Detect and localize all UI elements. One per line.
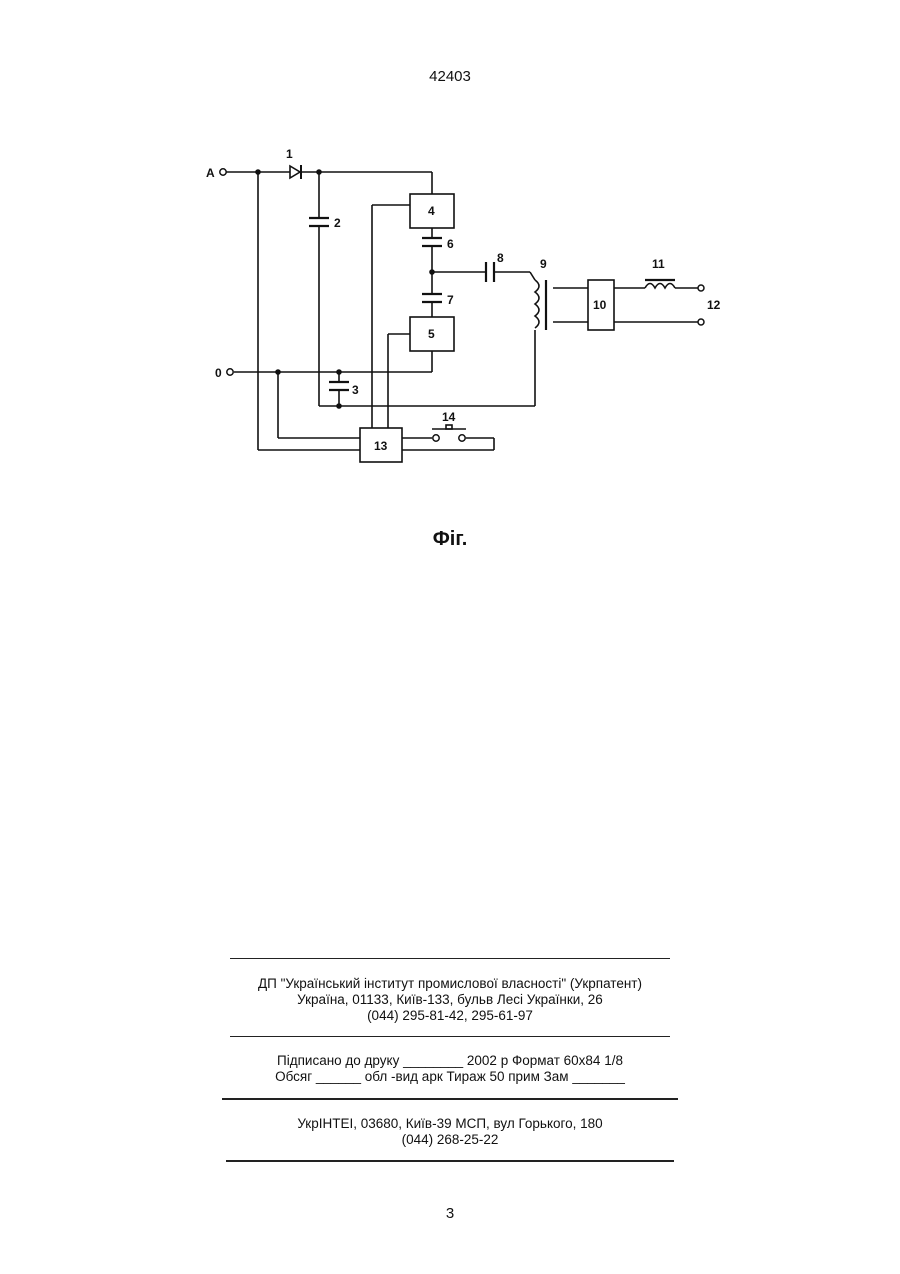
- print-line-2: Обсяг ______ обл -вид арк Тираж 50 прим …: [0, 1069, 900, 1085]
- imprint-rule-3: [222, 1098, 678, 1100]
- label-11: 11: [652, 257, 665, 271]
- printer-line-2: (044) 268-25-22: [0, 1132, 900, 1148]
- label-2: 2: [334, 216, 341, 230]
- publisher-line-2: Україна, 01133, Київ-133, бульв Лесі Укр…: [0, 992, 900, 1008]
- imprint-rule-top: [230, 958, 670, 959]
- printer-line-1: УкрІНТЕІ, 03680, Київ-39 МСП, вул Горько…: [0, 1116, 900, 1132]
- publisher-line-1: ДП "Український інститут промислової вла…: [0, 976, 900, 992]
- terminal-0-label: 0: [215, 366, 222, 380]
- figure-caption: Фіг.: [0, 528, 900, 551]
- imprint-rule-bottom: [226, 1160, 674, 1162]
- label-4: 4: [428, 204, 435, 218]
- page-number: 3: [0, 1205, 900, 1222]
- label-13: 13: [374, 439, 388, 453]
- label-9: 9: [540, 257, 547, 271]
- label-3: 3: [352, 383, 359, 397]
- label-1: 1: [286, 147, 293, 161]
- label-7: 7: [447, 293, 454, 307]
- publisher-line-3: (044) 295-81-42, 295-61-97: [0, 1008, 900, 1024]
- label-5: 5: [428, 327, 435, 341]
- label-10: 10: [593, 298, 607, 312]
- label-12: 12: [707, 298, 721, 312]
- imprint-rule-2: [230, 1036, 670, 1037]
- circuit-diagram: A 0 1 2 3 4 5 6 7 8 9 10 11 12 13 14: [0, 0, 900, 480]
- terminal-a-label: A: [206, 166, 215, 180]
- print-line-1: Підписано до друку ________ 2002 р Форма…: [0, 1053, 900, 1069]
- label-8: 8: [497, 251, 504, 265]
- label-14: 14: [442, 410, 456, 424]
- label-6: 6: [447, 237, 454, 251]
